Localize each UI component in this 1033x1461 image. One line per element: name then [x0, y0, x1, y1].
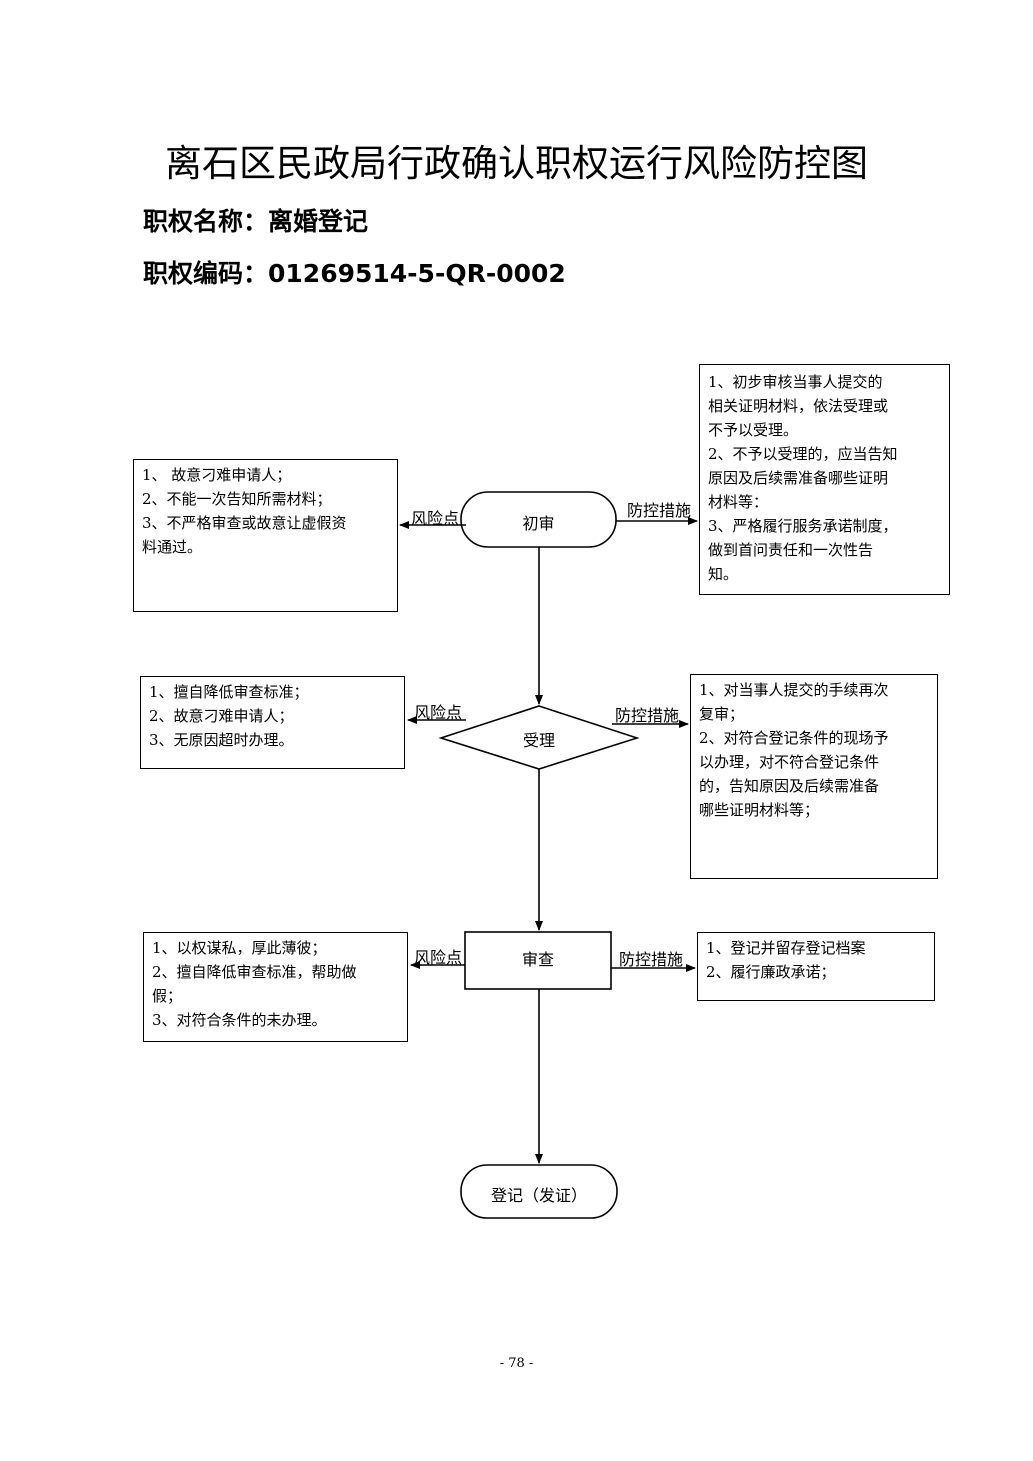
- risk-item: 假；: [152, 987, 183, 1005]
- control-label-1: 防控措施: [627, 501, 692, 520]
- control-item: 2、不予以受理的，应当告知: [708, 445, 898, 463]
- control-item: 的，告知原因及后续需准备: [699, 777, 880, 795]
- control-item: 原因及后续需准备哪些证明: [708, 469, 889, 487]
- risk-item: 2、擅自降低审查标准，帮助做: [152, 963, 357, 981]
- risk-item: 1、 故意刁难申请人；: [142, 466, 292, 484]
- control-item: 不予以受理。: [708, 421, 799, 439]
- power-code: 职权编码：01269514-5-QR-0002: [143, 254, 566, 290]
- risk-item: 3、对符合条件的未办理。: [152, 1011, 327, 1029]
- control-item: 材料等：: [708, 493, 769, 511]
- risk-label-2: 风险点: [414, 703, 463, 722]
- control-item: 1、对当事人提交的手续再次: [699, 681, 889, 699]
- risk-box-3: 1、以权谋私，厚此薄彼； 2、擅自降低审查标准，帮助做 假； 3、对符合条件的未…: [143, 932, 408, 1042]
- control-item: 3、严格履行服务承诺制度，: [708, 517, 898, 535]
- control-box-3: 1、登记并留存登记档案 2、履行廉政承诺；: [697, 932, 935, 1001]
- control-item: 复审；: [699, 705, 745, 723]
- page-number: - 78 -: [499, 1356, 534, 1371]
- initial-review-label: 初审: [522, 514, 555, 533]
- power-name-label: 职权名称：: [143, 207, 269, 236]
- control-item: 1、登记并留存登记档案: [706, 939, 866, 957]
- risk-item: 1、擅自降低审查标准；: [149, 683, 309, 701]
- control-label-2: 防控措施: [615, 706, 680, 725]
- control-label-3: 防控措施: [619, 950, 684, 969]
- risk-item: 2、故意刁难申请人；: [149, 707, 294, 725]
- control-item: 相关证明材料，依法受理或: [708, 397, 889, 415]
- control-box-1: 1、初步审核当事人提交的 相关证明材料，依法受理或 不予以受理。 2、不予以受理…: [699, 364, 950, 595]
- control-item: 哪些证明材料等；: [699, 801, 820, 819]
- control-item: 做到首问责任和一次性告: [708, 541, 874, 559]
- examination-label: 审查: [521, 950, 554, 969]
- control-item: 2、履行廉政承诺；: [706, 963, 836, 981]
- risk-label-3: 风险点: [414, 948, 463, 967]
- examination-node: [464, 931, 612, 990]
- control-item: 知。: [708, 565, 739, 583]
- risk-item: 1、以权谋私，厚此薄彼；: [152, 939, 327, 957]
- control-box-2: 1、对当事人提交的手续再次 复审； 2、对符合登记条件的现场予 以办理，对不符合…: [690, 674, 938, 879]
- risk-item: 3、无原因超时办理。: [149, 731, 294, 749]
- control-item: 2、对符合登记条件的现场予: [699, 729, 889, 747]
- risk-item: 3、不严格审查或故意让虚假资: [142, 514, 347, 532]
- registration-label: 登记（发证）: [490, 1186, 587, 1205]
- acceptance-label: 受理: [522, 731, 555, 750]
- risk-item: 2、不能一次告知所需材料；: [142, 490, 332, 508]
- page-title: 离石区民政局行政确认职权运行风险防控图: [165, 142, 868, 185]
- power-name: 职权名称：离婚登记: [143, 202, 368, 238]
- power-code-value: 01269514-5-QR-0002: [268, 259, 566, 288]
- control-item: 1、初步审核当事人提交的: [708, 373, 883, 391]
- power-name-value: 离婚登记: [268, 207, 369, 236]
- risk-label-1: 风险点: [411, 509, 460, 528]
- registration-node: [460, 1164, 618, 1219]
- risk-box-2: 1、擅自降低审查标准； 2、故意刁难申请人； 3、无原因超时办理。: [140, 676, 405, 769]
- power-code-label: 职权编码：: [143, 259, 269, 288]
- risk-item: 料通过。: [142, 538, 203, 556]
- risk-box-1: 1、 故意刁难申请人； 2、不能一次告知所需材料； 3、不严格审查或故意让虚假资…: [133, 459, 398, 612]
- control-item: 以办理，对不符合登记条件: [699, 753, 880, 771]
